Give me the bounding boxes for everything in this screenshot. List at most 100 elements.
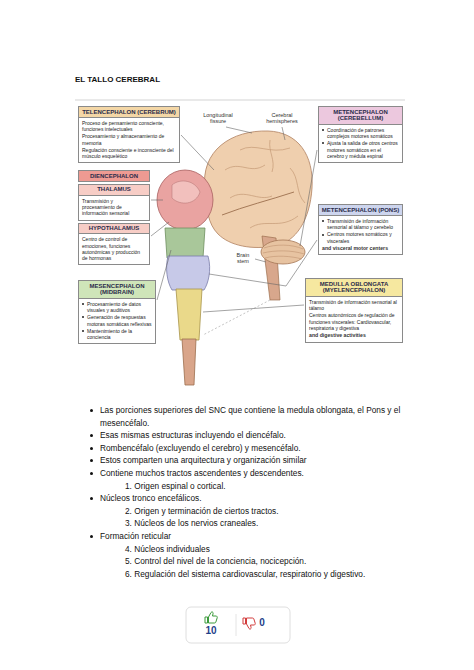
thumb-down-icon xyxy=(243,618,255,629)
rating-box xyxy=(186,607,290,643)
medulla-part xyxy=(176,289,202,340)
dashed-guide xyxy=(203,300,270,335)
body-text: Transmisión y procesamiento de informaci… xyxy=(82,198,146,217)
body-text: and digestive activities xyxy=(309,332,399,339)
body-text: Generación de respuestas motoras somátic… xyxy=(82,314,152,327)
numbered-item: 4. Núcleos individuales xyxy=(90,543,410,556)
thumb-up-icon xyxy=(205,612,217,623)
bullet-item: Estos comparten una arquitectura y organ… xyxy=(90,454,410,467)
bullet-dot xyxy=(90,535,93,538)
item-text: 1. Origen espinal o cortical. xyxy=(125,481,226,491)
pons-box: METENCEPHALON (PONS) Transmisión de infor… xyxy=(318,204,403,255)
box-body: Proceso de pensamiento consciente, funci… xyxy=(79,118,179,163)
gyri xyxy=(222,140,305,228)
numbered-item: 1. Origen espinal o cortical. xyxy=(90,480,410,493)
numbered-item: 3. Núcleos de los nervios craneales. xyxy=(90,517,410,530)
header-text: HYPOTHALAMUS xyxy=(89,225,140,231)
cerebrum xyxy=(204,131,312,248)
box-header: DIENCEPHALON xyxy=(78,170,150,182)
bullet-item: Formación reticular xyxy=(90,530,410,543)
item-text: 4. Núcleos individuales xyxy=(125,544,210,554)
rule-line xyxy=(75,100,405,101)
dislike-count: 0 xyxy=(255,617,269,628)
box-header: HYPOTHALAMUS xyxy=(79,224,149,235)
box-header: METENCEPHALON (PONS) xyxy=(319,205,402,216)
item-text: Esas mismas estructuras incluyendo el di… xyxy=(100,430,286,440)
part-label: Longitudinal fissure xyxy=(200,112,236,125)
box-header: MESENCEPHALON (MIDBRAIN) xyxy=(79,281,155,299)
header-text: TELENCEPHALON (CEREBRUM) xyxy=(82,109,176,115)
item-text: 3. Núcleos de los nervios craneales. xyxy=(125,518,258,528)
body-text: Transmisión de información sensorial al … xyxy=(309,299,399,312)
bullet-dot xyxy=(90,409,93,412)
header-text: DIENCEPHALON xyxy=(90,173,138,179)
item-text: 6. Regulación del sistema cardiovascular… xyxy=(125,569,365,579)
body-text: Centros autonómicos de regulación de fun… xyxy=(309,312,399,331)
box-body: Procesamiento de datos visuales y auditi… xyxy=(79,299,155,344)
item-text: 2. Origen y terminación de ciertos tract… xyxy=(125,506,279,516)
box-header: MEDULLA OBLONGATA (MYELENCEPHALON) xyxy=(306,279,402,297)
box-header: THALAMUS xyxy=(79,185,149,196)
body-text: Coordinación de patrones complejos motor… xyxy=(322,127,399,140)
bullet-item: Rombencéfalo (excluyendo el cerebro) y m… xyxy=(90,442,410,455)
item-text: Estos comparten una arquitectura y organ… xyxy=(100,455,307,465)
header-text: MESENCEPHALON (MIDBRAIN) xyxy=(89,283,144,296)
rating-divider xyxy=(236,614,237,636)
body-text: Procesamiento y almacenamiento de memori… xyxy=(82,133,176,146)
spinal-cord xyxy=(182,339,196,385)
item-text: Núcleos tronco encefálicos. xyxy=(100,493,201,503)
body-text: and visceral motor centers xyxy=(322,245,399,252)
cerebellum-box: METENCEPHALON (CEREBELLUM) Coordinación d… xyxy=(318,106,403,163)
box-body: Coordinación de patrones complejos motor… xyxy=(319,125,402,162)
body-text: Centro de control de emociones, funcione… xyxy=(82,236,146,261)
body-text: Mantenimiento de la conciencia xyxy=(82,328,152,341)
bullet-dot xyxy=(90,434,93,437)
body-text: Centros motores somáticos y viscerales xyxy=(322,231,399,244)
body-text: Transmisión de información sensorial al … xyxy=(322,218,399,231)
header-text: METENCEPHALON (CEREBELLUM) xyxy=(333,109,388,122)
bullet-dot xyxy=(90,472,93,475)
bullet-item: Contiene muchos tractos ascendentes y de… xyxy=(90,467,410,480)
header-text: MEDULLA OBLONGATA (MYELENCEPHALON) xyxy=(320,281,389,294)
numbered-item: 5. Control del nivel de la conciencia, n… xyxy=(90,555,410,568)
box-body: Centro de control de emociones, funcione… xyxy=(79,234,149,264)
thalamus-part xyxy=(172,181,200,203)
bullet-item: Esas mismas estructuras incluyendo el di… xyxy=(90,429,410,442)
thalamus-box: THALAMUS Transmisión y procesamiento de i… xyxy=(78,184,150,221)
part-label: Brain stem xyxy=(232,252,254,265)
telencephalon-box: TELENCEPHALON (CEREBRUM) Proceso de pensa… xyxy=(78,106,180,163)
box-body: Transmisión de información sensorial al … xyxy=(319,216,402,255)
numbered-item: 6. Regulación del sistema cardiovascular… xyxy=(90,568,410,581)
body-text: Procesamiento de datos visuales y auditi… xyxy=(82,301,152,314)
bullet-list: Las porciones superiores del SNC que con… xyxy=(90,404,410,580)
part-label: Cerebral hemispheres xyxy=(262,112,302,125)
numbered-item: 2. Origen y terminación de ciertos tract… xyxy=(90,505,410,518)
item-text: Las porciones superiores del SNC que con… xyxy=(100,405,400,428)
diencephalon-group: DIENCEPHALON THALAMUS Transmisión y proces… xyxy=(78,170,150,265)
item-text: Contiene muchos tractos ascendentes y de… xyxy=(100,468,304,478)
header-text: METENCEPHALON (PONS) xyxy=(322,207,399,213)
medulla-box: MEDULLA OBLONGATA (MYELENCEPHALON) Transm… xyxy=(305,278,403,343)
body-text: Regulación consciente e inconsciente del… xyxy=(82,147,176,160)
box-body: Transmisión de información sensorial al … xyxy=(306,297,402,342)
bullet-dot xyxy=(90,447,93,450)
box-header: TELENCEPHALON (CEREBRUM) xyxy=(79,107,179,118)
body-text: Ajusta la salida de otros centros motore… xyxy=(322,140,399,159)
cerebellum-folia xyxy=(263,245,304,259)
midbrain-part xyxy=(165,228,205,258)
item-text: Rombencéfalo (excluyendo el cerebro) y m… xyxy=(100,443,301,453)
item-text: 5. Control del nivel de la conciencia, n… xyxy=(125,556,306,566)
body-text: Proceso de pensamiento consciente, funci… xyxy=(82,120,176,133)
cerebellum xyxy=(261,240,305,264)
box-header: METENCEPHALON (CEREBELLUM) xyxy=(319,107,402,125)
like-count: 10 xyxy=(200,625,222,636)
bullet-item: Núcleos tronco encefálicos. xyxy=(90,492,410,505)
header-text: THALAMUS xyxy=(97,186,131,192)
diencephalon-part xyxy=(157,170,213,230)
page-title: EL TALLO CEREBRAL xyxy=(75,75,160,84)
item-text: Formación reticular xyxy=(100,531,171,541)
bullet-dot xyxy=(90,459,93,462)
box-body: Transmisión y procesamiento de informaci… xyxy=(79,196,149,220)
pons-part xyxy=(167,256,210,290)
